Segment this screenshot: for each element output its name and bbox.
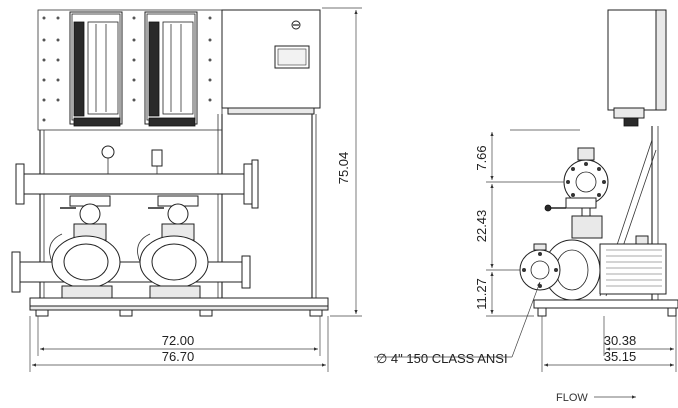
side-middle-dimension: 22.43 xyxy=(474,210,489,243)
pump-1 xyxy=(49,195,121,299)
pump-2 xyxy=(137,195,209,299)
flange-callout: ∅ 4" 150 CLASS ANSI xyxy=(376,351,508,366)
flow-label: FLOW xyxy=(556,392,588,404)
suction-header xyxy=(11,251,251,293)
front-height-dimension: 75.04 xyxy=(336,152,351,185)
front-outer-width-dimension: 76.70 xyxy=(162,349,195,364)
side-view: 7.66 22.43 11.27 30.38 35.15 ∅ 4" 150 CL… xyxy=(374,9,678,404)
side-pump xyxy=(543,215,667,301)
vfd-drive-1 xyxy=(69,11,123,127)
pressure-gauge-1 xyxy=(101,145,115,159)
side-inner-width-dimension: 30.38 xyxy=(604,333,637,348)
discharge-header xyxy=(15,159,259,209)
panel-holes xyxy=(42,16,212,122)
side-outer-width-dimension: 35.15 xyxy=(604,349,637,364)
control-panel xyxy=(221,9,321,115)
front-view: 75.04 72.00 76.70 xyxy=(11,7,362,372)
front-inner-width-dimension: 72.00 xyxy=(162,333,195,348)
skid-base xyxy=(29,297,329,317)
side-bottom-dimension: 11.27 xyxy=(474,278,489,310)
vfd-drive-2 xyxy=(144,11,198,127)
side-top-dimension: 7.66 xyxy=(474,145,489,170)
